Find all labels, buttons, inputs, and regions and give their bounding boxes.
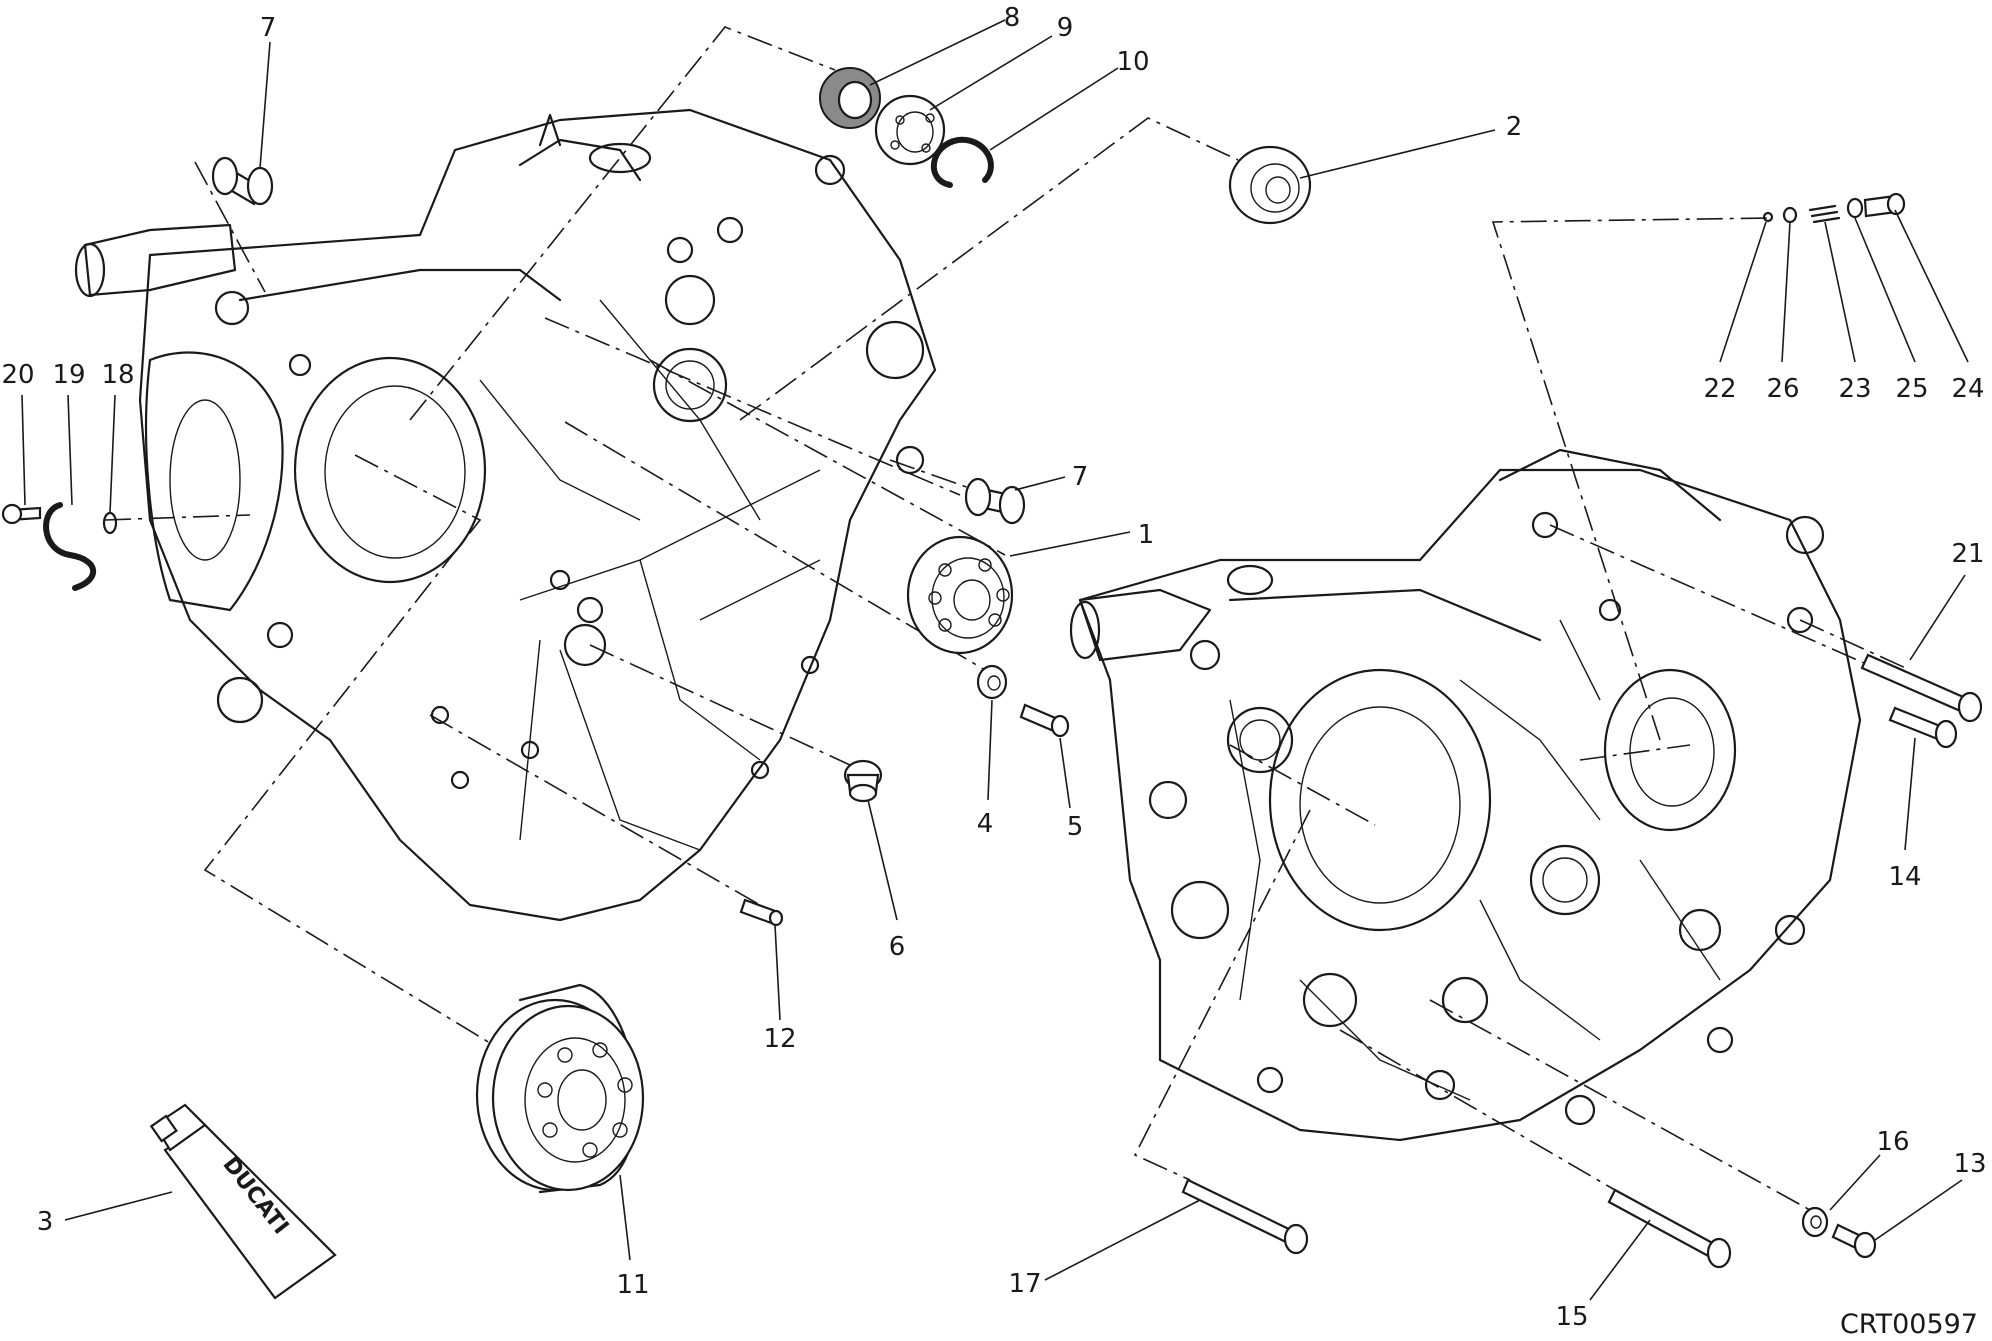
callout-25: 25 — [1895, 374, 1928, 404]
washer-16 — [1801, 1206, 1829, 1238]
right-crankcase-half — [1069, 448, 1862, 1142]
bearing-11 — [475, 983, 645, 1194]
callout-24: 24 — [1951, 374, 1984, 404]
callout-2: 2 — [1506, 112, 1523, 142]
callout-12: 12 — [763, 1024, 796, 1054]
bearing-2 — [1228, 145, 1312, 225]
callout-16: 16 — [1876, 1127, 1909, 1157]
bolt-21 — [1860, 653, 1983, 723]
callout-9: 9 — [1057, 13, 1074, 43]
callout-4: 4 — [977, 809, 994, 839]
dowel-12 — [739, 898, 784, 927]
bolt-14 — [1888, 706, 1958, 749]
callout-7-lower: 7 — [1072, 462, 1089, 492]
callout-19: 19 — [52, 360, 85, 390]
bolt-15 — [1607, 1188, 1732, 1269]
callout-14: 14 — [1888, 862, 1921, 892]
bushing-7-upper — [211, 156, 274, 206]
bearing-1 — [906, 535, 1014, 655]
left-crankcase-half — [74, 108, 937, 922]
callout-10: 10 — [1116, 47, 1149, 77]
bolt-17 — [1181, 1178, 1309, 1255]
callout-11: 11 — [616, 1270, 649, 1300]
callout-1: 1 — [1138, 520, 1155, 550]
assembly-center-lines — [104, 26, 1911, 1211]
screw-5 — [1019, 703, 1070, 738]
plug-6 — [843, 759, 883, 803]
callout-20: 20 — [1, 360, 34, 390]
drawing-code: CRT00597 — [1840, 1309, 1978, 1340]
callout-23: 23 — [1838, 374, 1871, 404]
screw-13 — [1831, 1223, 1877, 1259]
callout-21: 21 — [1951, 539, 1984, 569]
callout-13: 13 — [1953, 1149, 1986, 1179]
breather-pipe-assembly — [1, 502, 118, 591]
washer-4 — [976, 664, 1008, 700]
callout-18: 18 — [101, 360, 134, 390]
seal-8 — [819, 67, 881, 129]
callout-labels: 7 8 9 10 2 22 26 23 25 24 20 19 18 7 1 2… — [1, 3, 1986, 1332]
callout-leaders — [21, 19, 1969, 1301]
callout-17: 17 — [1008, 1269, 1041, 1299]
pressure-relief-fittings — [1762, 192, 1906, 224]
callout-8: 8 — [1004, 3, 1021, 33]
bushing-7-lower — [964, 477, 1026, 525]
circlip-10 — [930, 136, 994, 188]
callout-3: 3 — [37, 1207, 54, 1237]
callout-22: 22 — [1703, 374, 1736, 404]
sealant-tube-3: DUCATI — [149, 1103, 337, 1300]
callout-6: 6 — [889, 932, 906, 962]
callout-5: 5 — [1067, 812, 1084, 842]
callout-26: 26 — [1766, 374, 1799, 404]
bearing-9 — [874, 94, 946, 166]
callout-15: 15 — [1555, 1302, 1588, 1332]
callout-7-upper: 7 — [260, 13, 277, 43]
